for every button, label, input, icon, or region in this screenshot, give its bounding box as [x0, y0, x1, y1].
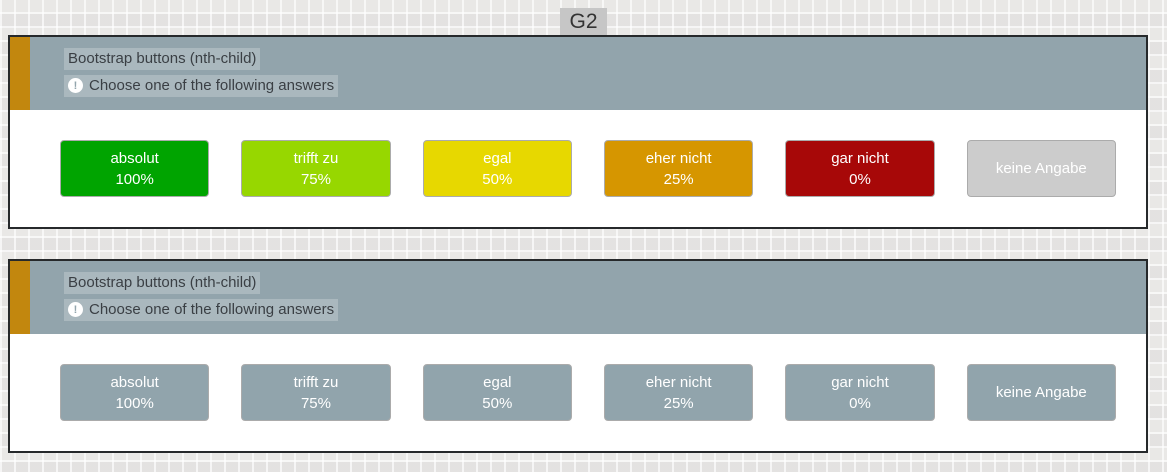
- question-help: ! Choose one of the following answers: [64, 299, 339, 321]
- answer-button-keine-angabe[interactable]: keine Angabe: [966, 364, 1116, 421]
- answer-value: 75%: [300, 394, 331, 412]
- answer-button-eher-nicht[interactable]: eher nicht 25%: [603, 140, 754, 197]
- group-label: G2: [560, 8, 607, 35]
- question-title-text: Bootstrap buttons (nth-child): [64, 48, 261, 70]
- answer-value: 0%: [849, 170, 871, 188]
- question-panel-colored: Bootstrap buttons (nth-child) ! Choose o…: [8, 35, 1148, 229]
- answer-label: egal: [483, 149, 512, 167]
- exclamation-circle-icon: !: [68, 78, 83, 93]
- answer-label: absolut: [110, 149, 159, 167]
- answer-label: keine Angabe: [995, 160, 1087, 177]
- answer-button-eher-nicht[interactable]: eher nicht 25%: [603, 364, 754, 421]
- exclamation-circle-icon: !: [68, 302, 83, 317]
- answer-value: 25%: [663, 170, 694, 188]
- answer-value: 50%: [482, 394, 513, 412]
- answer-button-absolut[interactable]: absolut 100%: [60, 140, 210, 197]
- answer-button-trifft-zu[interactable]: trifft zu 75%: [241, 364, 391, 421]
- question-accent-stripe: [10, 261, 30, 334]
- survey-content: Bootstrap buttons (nth-child) ! Choose o…: [8, 35, 1148, 453]
- answer-button-row: absolut 100% trifft zu 75% egal 50% eher…: [10, 110, 1146, 227]
- question-help: ! Choose one of the following answers: [64, 75, 339, 97]
- answer-label: egal: [483, 373, 512, 391]
- answer-value: 25%: [663, 394, 694, 412]
- answer-button-gar-nicht[interactable]: gar nicht 0%: [785, 364, 935, 421]
- answer-value: 50%: [482, 170, 513, 188]
- question-title: Bootstrap buttons (nth-child): [64, 48, 338, 70]
- question-title-text: Bootstrap buttons (nth-child): [64, 272, 261, 294]
- group-label-row: G2: [0, 0, 1167, 35]
- answer-value: 0%: [849, 394, 871, 412]
- answer-button-absolut[interactable]: absolut 100%: [60, 364, 210, 421]
- answer-label: trifft zu: [293, 149, 339, 167]
- question-help-inner: ! Choose one of the following answers: [64, 75, 339, 97]
- question-panel-plain: Bootstrap buttons (nth-child) ! Choose o…: [8, 259, 1148, 453]
- question-header-content: Bootstrap buttons (nth-child) ! Choose o…: [30, 261, 339, 334]
- answer-button-egal[interactable]: egal 50%: [422, 140, 572, 197]
- answer-button-keine-angabe[interactable]: keine Angabe: [966, 140, 1116, 197]
- question-help-text: Choose one of the following answers: [89, 77, 335, 94]
- answer-button-trifft-zu[interactable]: trifft zu 75%: [241, 140, 391, 197]
- answer-button-gar-nicht[interactable]: gar nicht 0%: [785, 140, 935, 197]
- answer-button-egal[interactable]: egal 50%: [422, 364, 572, 421]
- answer-label: eher nicht: [645, 149, 712, 167]
- answer-value: 75%: [300, 170, 331, 188]
- answer-label: keine Angabe: [995, 384, 1087, 401]
- answer-value: 100%: [115, 394, 154, 412]
- question-accent-stripe: [10, 37, 30, 110]
- answer-label: gar nicht: [831, 373, 889, 391]
- question-header: Bootstrap buttons (nth-child) ! Choose o…: [10, 261, 1146, 334]
- answer-label: trifft zu: [293, 373, 339, 391]
- answer-label: gar nicht: [831, 149, 889, 167]
- answer-label: absolut: [110, 373, 159, 391]
- question-header-content: Bootstrap buttons (nth-child) ! Choose o…: [30, 37, 339, 110]
- answer-value: 100%: [115, 170, 154, 188]
- answer-button-row: absolut 100% trifft zu 75% egal 50% eher…: [10, 334, 1146, 451]
- question-help-text: Choose one of the following answers: [89, 301, 335, 318]
- answer-label: eher nicht: [645, 373, 712, 391]
- question-help-inner: ! Choose one of the following answers: [64, 299, 339, 321]
- question-title: Bootstrap buttons (nth-child): [64, 272, 338, 294]
- question-header: Bootstrap buttons (nth-child) ! Choose o…: [10, 37, 1146, 110]
